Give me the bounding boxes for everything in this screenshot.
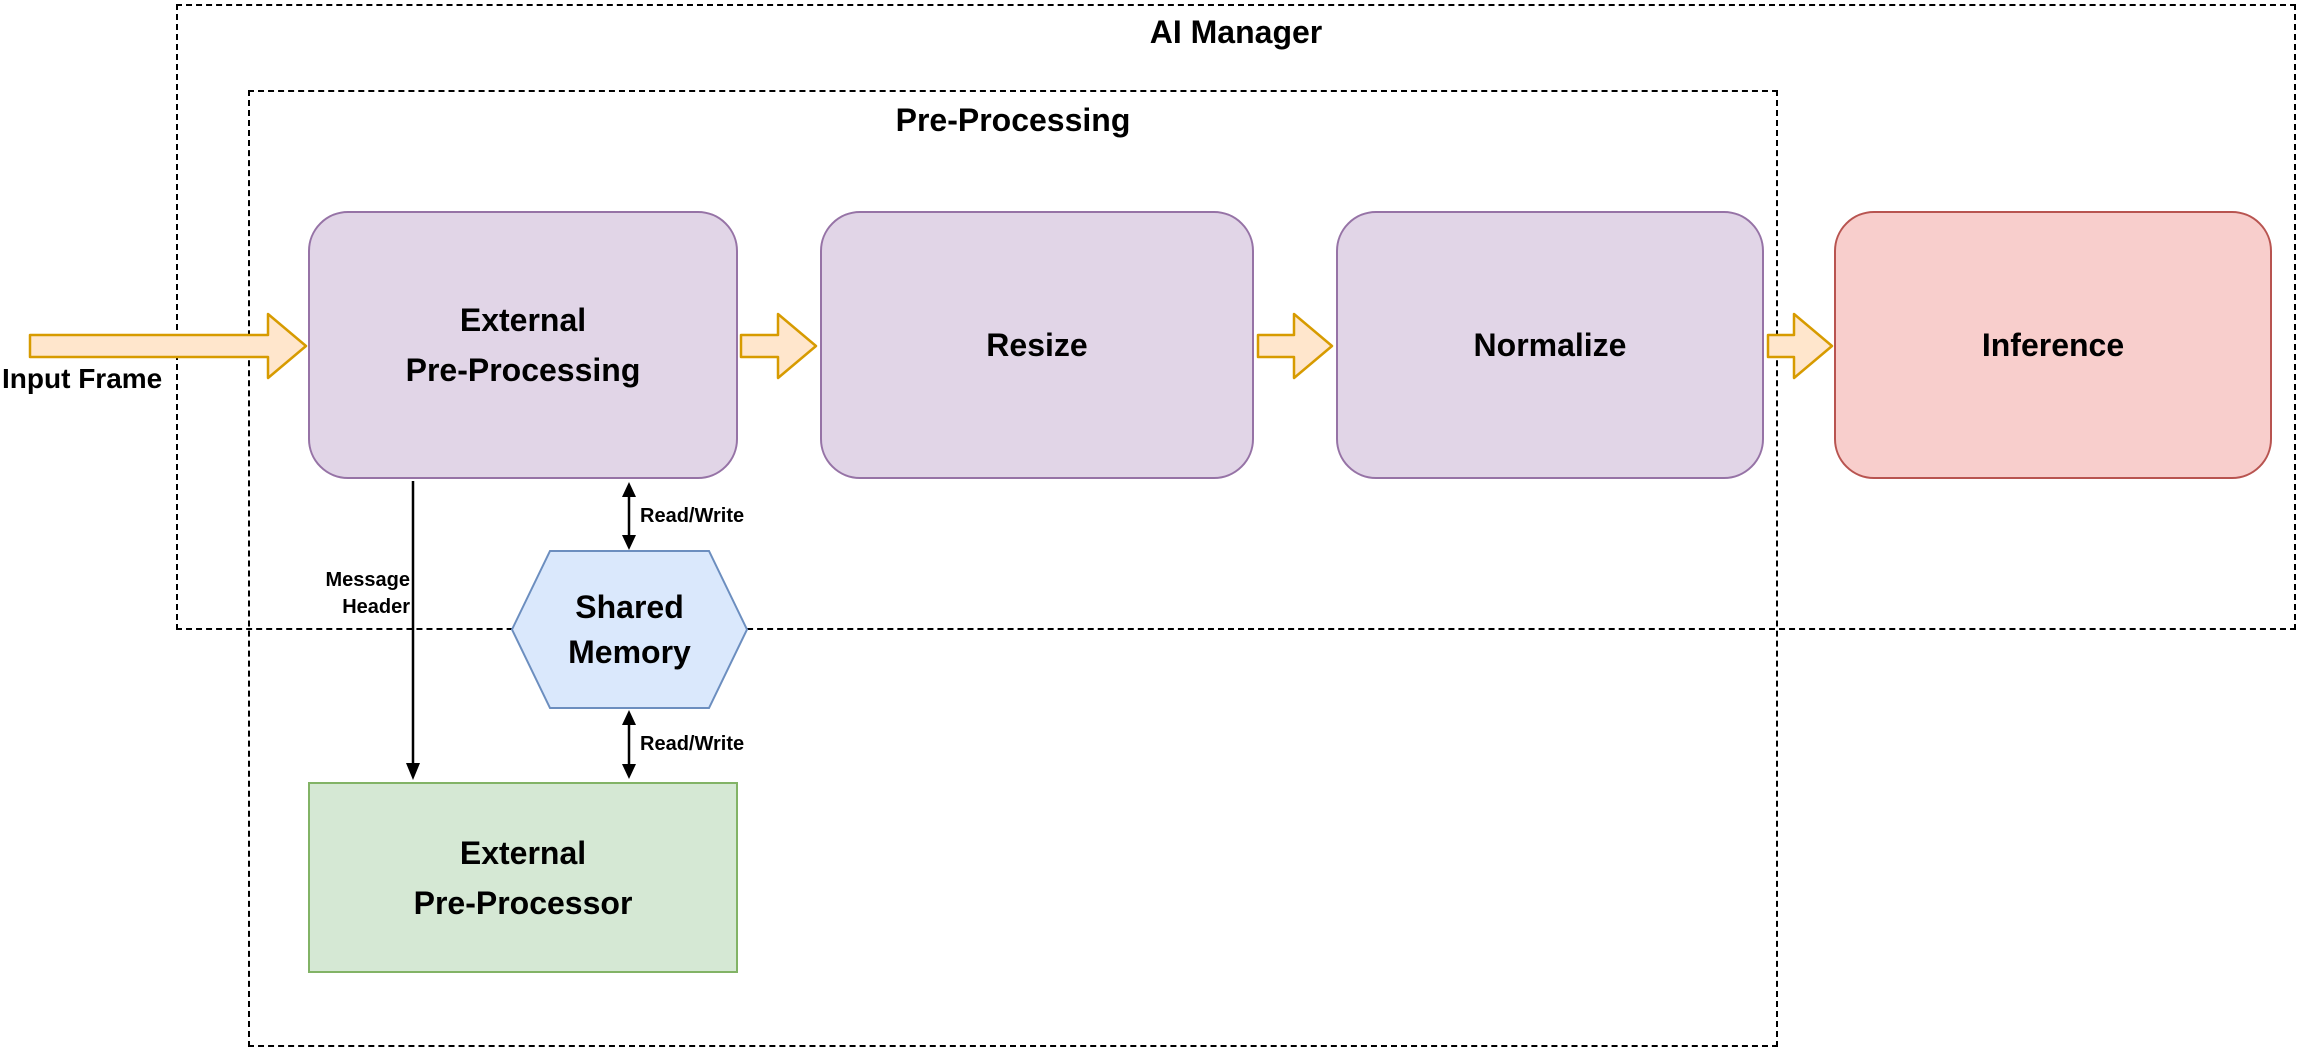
pre-processing-group [248, 90, 1778, 1047]
node-external-pre-processor: External Pre-Processor [308, 782, 738, 973]
node-shared-memory-label: Shared Memory [568, 589, 691, 670]
node-inference-label: Inference [1981, 327, 2125, 363]
node-normalize-label: Normalize [1473, 327, 1627, 363]
node-normalize: Normalize [1336, 211, 1764, 479]
node-resize: Resize [820, 211, 1254, 479]
node-external-pre-processing-label: External Pre-Processing [405, 302, 641, 388]
input-frame-label: Input Frame [2, 363, 163, 394]
node-resize-label: Resize [986, 327, 1088, 363]
pre-processing-group-title: Pre-Processing [895, 102, 1131, 138]
node-inference: Inference [1834, 211, 2272, 479]
node-external-pre-processor-label: External Pre-Processor [413, 834, 633, 921]
read-write-bottom-label: Read/Write [640, 733, 745, 755]
node-external-pre-processing: External Pre-Processing [308, 211, 738, 479]
ai-manager-group-title: AI Manager [1149, 14, 1323, 50]
read-write-top-label: Read/Write [640, 505, 745, 527]
message-header-label: Message Header [325, 569, 411, 618]
